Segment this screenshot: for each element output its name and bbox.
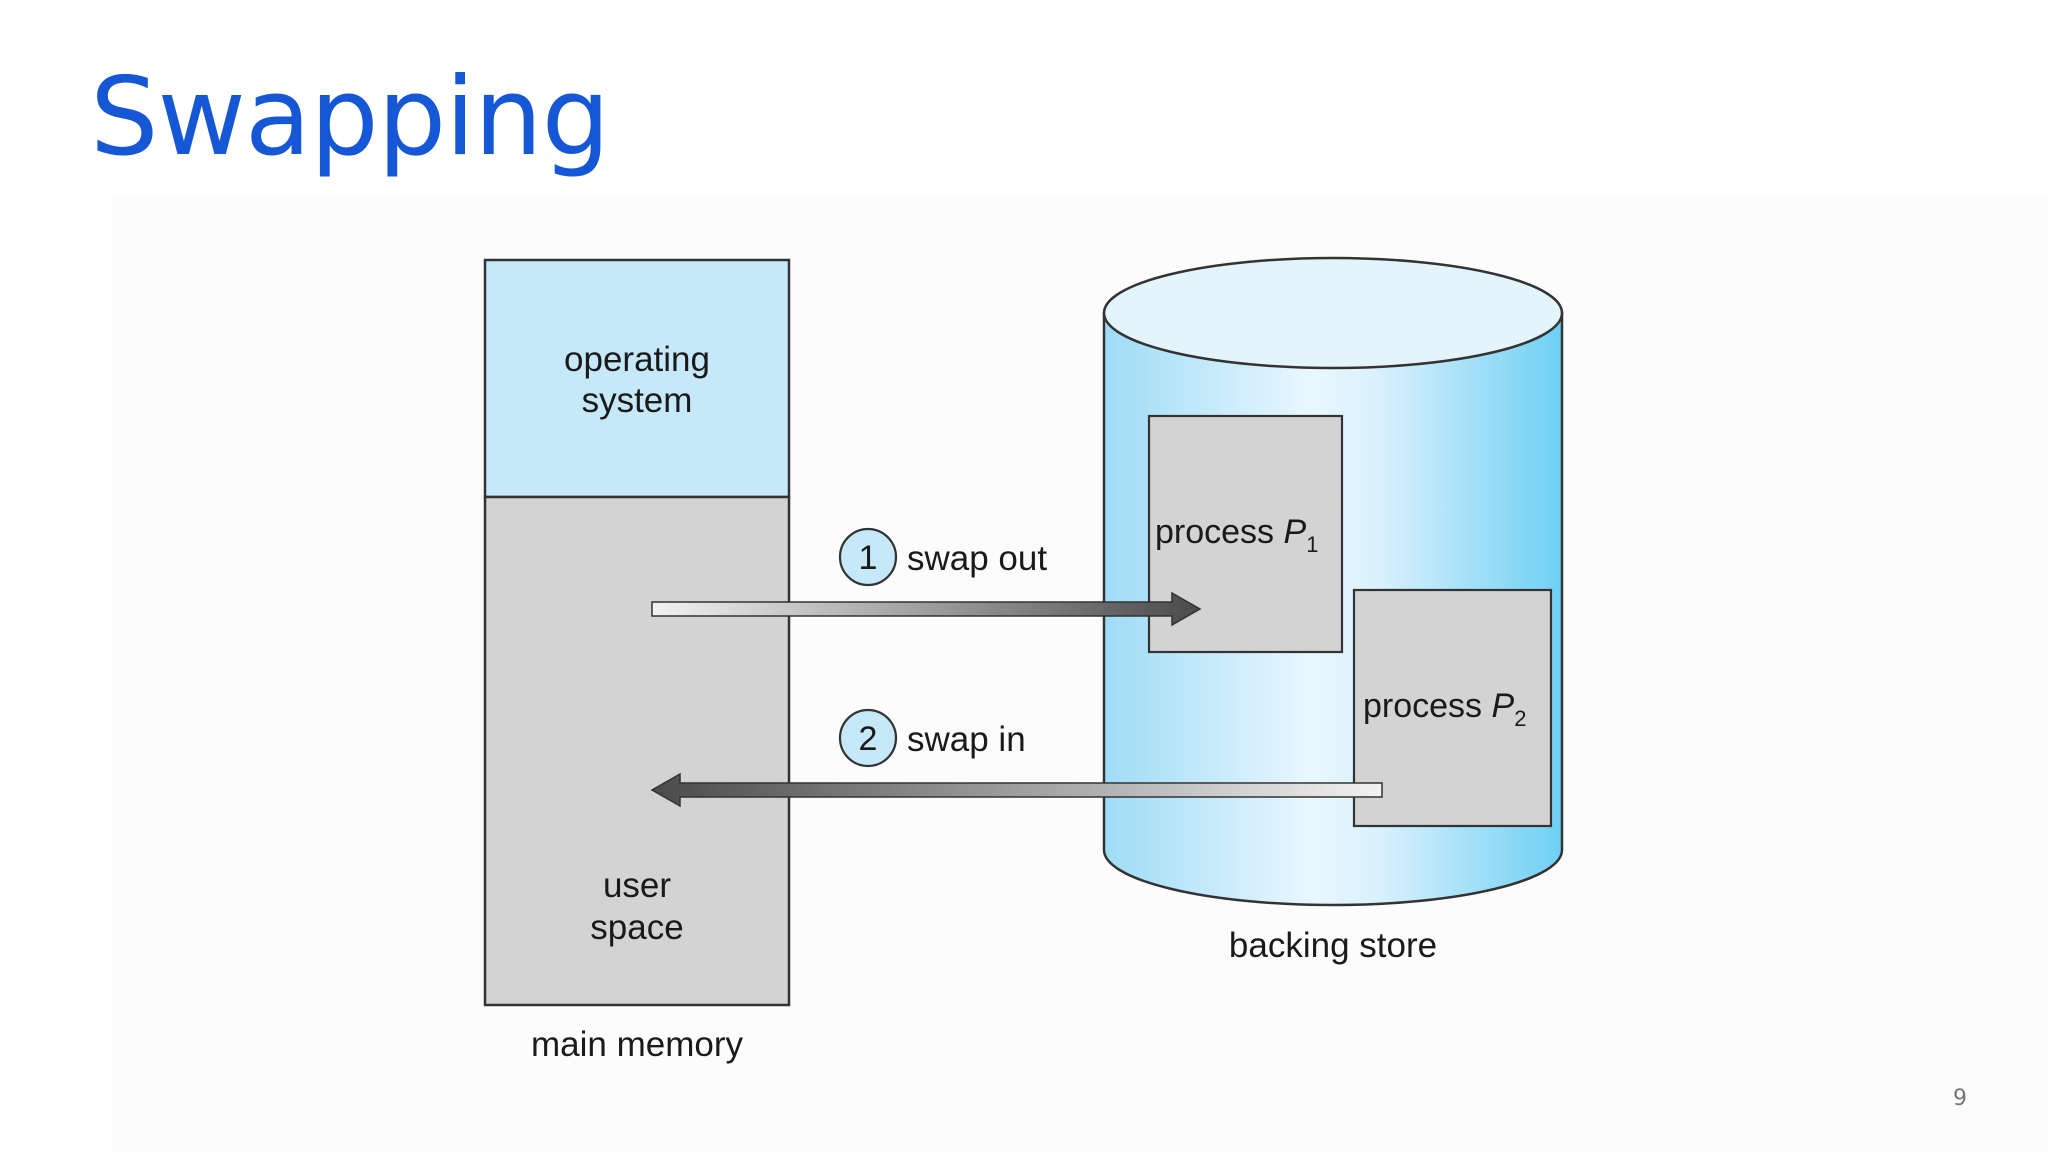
process-p1-var: P (1284, 513, 1307, 551)
main-memory: operating system user space main memory (483, 258, 791, 1064)
process-p2-subscript: 2 (1514, 706, 1526, 731)
slide-title: Swapping (90, 55, 610, 180)
os-label-line2: system (582, 381, 693, 420)
step-1-circle (838, 527, 898, 587)
page-number: 9 (1953, 1086, 1967, 1111)
user-space-label-line2: space (590, 908, 683, 947)
process-p1-subscript: 1 (1306, 532, 1318, 557)
os-label-line1: operating (564, 340, 710, 379)
process-p2-var: P (1492, 687, 1515, 725)
step-2-label: swap in (907, 720, 1026, 759)
step-1-number: 1 (859, 539, 878, 577)
main-memory-caption: main memory (531, 1025, 743, 1064)
swap-out-step: 1 swap out (651, 527, 1202, 627)
user-space-label-line1: user (603, 866, 671, 905)
step-2-number: 2 (859, 720, 878, 758)
swap-out-arrow (651, 591, 1202, 627)
step-2-circle (838, 708, 898, 768)
process-p1-label: process P1 (1155, 513, 1318, 557)
backing-store: process P1 process P2 backing store (1102, 256, 1564, 965)
swap-in-arrow (650, 772, 1383, 808)
process-p1-word: process (1155, 513, 1284, 551)
user-space-region (483, 495, 791, 1007)
backing-store-caption: backing store (1229, 926, 1437, 965)
process-p2-box (1352, 588, 1553, 828)
swap-in-step: 2 swap in (650, 708, 1383, 808)
cylinder-top (1102, 256, 1564, 370)
diagram-background (112, 194, 2048, 1152)
process-p2-word: process (1363, 687, 1492, 725)
step-1-label: swap out (907, 539, 1047, 578)
process-p2-label: process P2 (1363, 687, 1526, 731)
